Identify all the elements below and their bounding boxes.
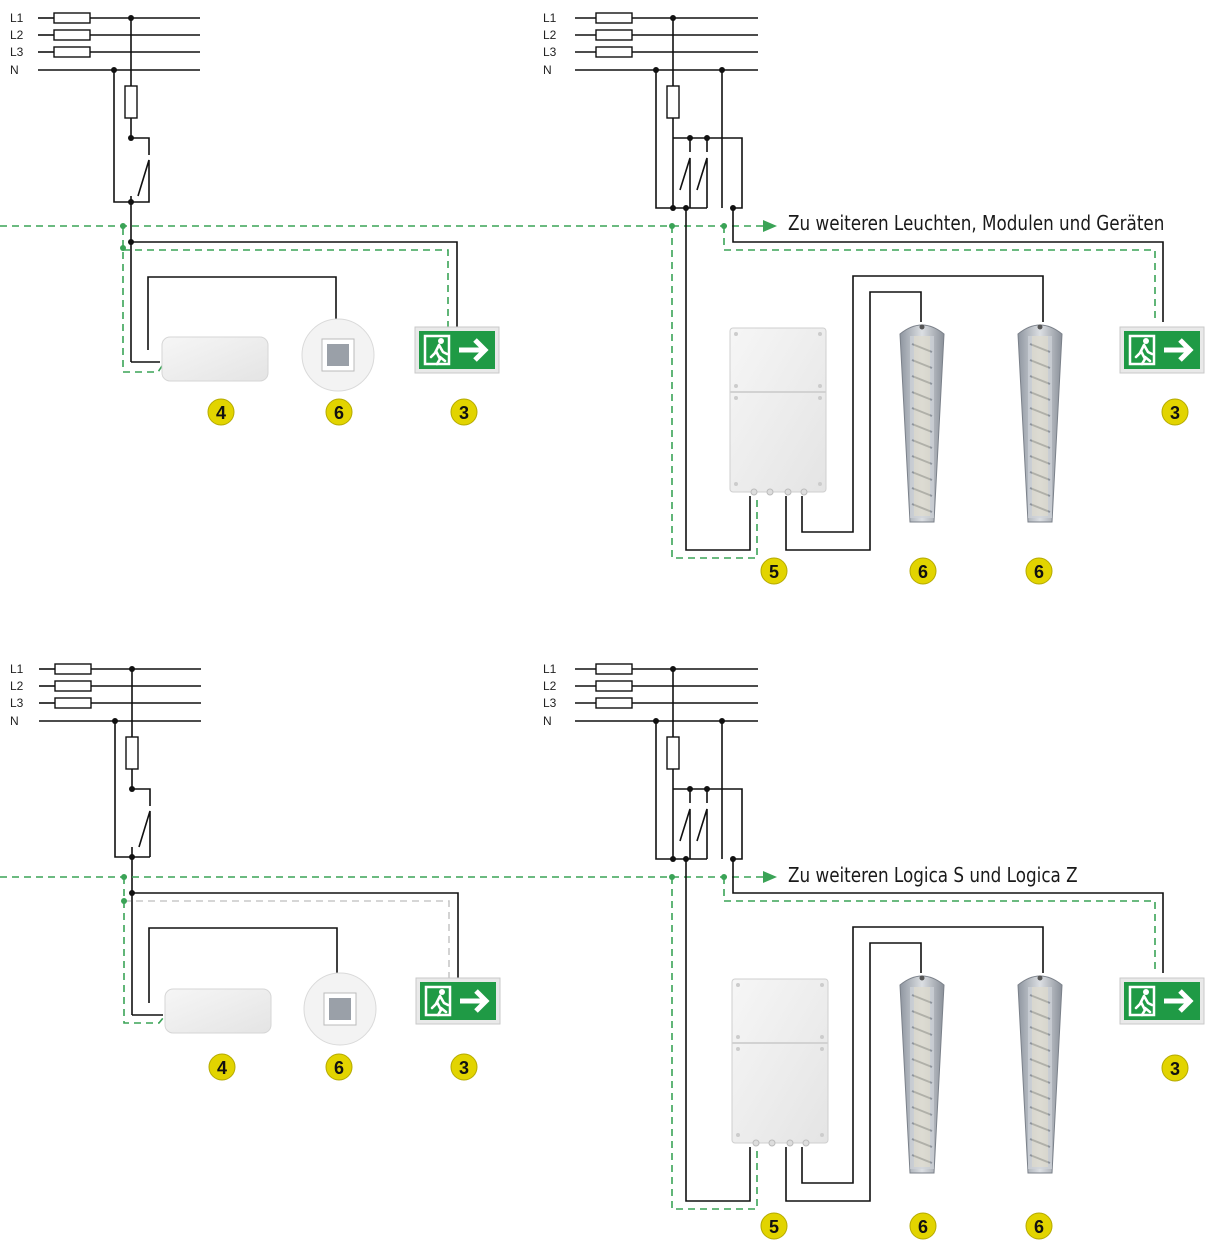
svg-text:3: 3 [1170,1059,1180,1079]
badge-luminaire: 6 [1025,557,1053,585]
supply-lines [38,663,202,722]
arrow-right-icon [763,220,777,232]
svg-text:5: 5 [769,562,779,582]
supply-lines [37,12,201,71]
phase-label-l2: L2 [543,679,557,693]
svg-text:3: 3 [459,1058,469,1078]
phase-label-n: N [543,63,552,77]
arrow-right-icon [763,871,777,883]
fuse-icon [666,736,680,770]
svg-text:6: 6 [1034,1217,1044,1237]
svg-text:6: 6 [918,562,928,582]
switch-icon [679,789,691,859]
distribution-box [729,327,827,496]
control-module [164,988,272,1034]
control-module [161,336,269,382]
linear-luminaire-icon [899,323,945,523]
phase-label-n: N [543,714,552,728]
badge-control-module: 4 [207,398,235,426]
phase-label-l3: L3 [543,696,557,710]
fuse-icon [666,85,680,119]
phase-labels-top-left: L1 L2 L3 N [10,11,24,77]
supply-lines [574,12,759,71]
switch-icon [679,138,691,208]
svg-text:3: 3 [1170,403,1180,423]
svg-text:3: 3 [459,403,469,423]
badge-control-module: 4 [208,1053,236,1081]
phase-label-l1: L1 [10,662,24,676]
badge-luminaire: 6 [909,557,937,585]
phase-label-l1: L1 [543,11,557,25]
phase-labels-bottom-right: L1 L2 L3 N [543,662,557,728]
badge-sensor: 6 [325,1053,353,1081]
note-bottom: Zu weiteren Logica S und Logica Z [788,865,1078,888]
svg-text:4: 4 [216,403,226,423]
note-top: Zu weiteren Leuchten, Modulen und Geräte… [788,213,1164,236]
switch-icon [131,137,150,200]
badge-exit-sign: 3 [450,1053,478,1081]
phase-label-l1: L1 [10,11,24,25]
badge-luminaire: 6 [1025,1212,1053,1240]
badge-distribution-box: 5 [760,1212,788,1240]
badge-exit-sign: 3 [450,398,478,426]
panel-top-left: 4 6 3 [37,12,499,426]
exit-sign-icon [416,978,500,1024]
phase-label-l3: L3 [10,45,24,59]
fuse-icon [124,85,138,119]
motion-sensor-icon [303,972,377,1046]
phase-labels-bottom-left: L1 L2 L3 N [10,662,24,728]
exit-sign-icon [1120,978,1204,1024]
panel-bottom-right: 5 6 6 3 [574,663,1204,1240]
linear-luminaire-icon [899,974,945,1174]
badge-exit-sign: 3 [1161,398,1189,426]
phase-label-l1: L1 [543,662,557,676]
panel-bottom-left: 4 6 3 [38,663,500,1081]
phase-label-n: N [10,63,19,77]
exit-sign-icon [1120,327,1204,373]
badge-distribution-box: 5 [760,557,788,585]
svg-text:5: 5 [769,1217,779,1237]
svg-text:6: 6 [1034,562,1044,582]
svg-text:6: 6 [334,403,344,423]
phase-labels-top-right: L1 L2 L3 N [543,11,557,77]
phase-label-l3: L3 [10,696,24,710]
supply-lines [574,663,759,722]
phase-label-l2: L2 [10,679,24,693]
phase-label-l2: L2 [10,28,24,42]
panel-top-right: 5 6 6 3 [574,12,1204,585]
fuse-icon [125,736,139,770]
svg-text:6: 6 [918,1217,928,1237]
phase-label-l2: L2 [543,28,557,42]
exit-sign-icon [415,327,499,373]
badge-sensor: 6 [325,398,353,426]
distribution-box [731,978,829,1147]
linear-luminaire-icon [1017,974,1063,1174]
switch-icon [132,788,151,857]
badge-luminaire: 6 [909,1212,937,1240]
phase-label-l3: L3 [543,45,557,59]
phase-label-n: N [10,714,19,728]
svg-text:4: 4 [217,1058,227,1078]
badge-exit-sign: 3 [1161,1054,1189,1082]
svg-text:6: 6 [334,1058,344,1078]
motion-sensor-icon [301,318,375,392]
linear-luminaire-icon [1017,323,1063,523]
